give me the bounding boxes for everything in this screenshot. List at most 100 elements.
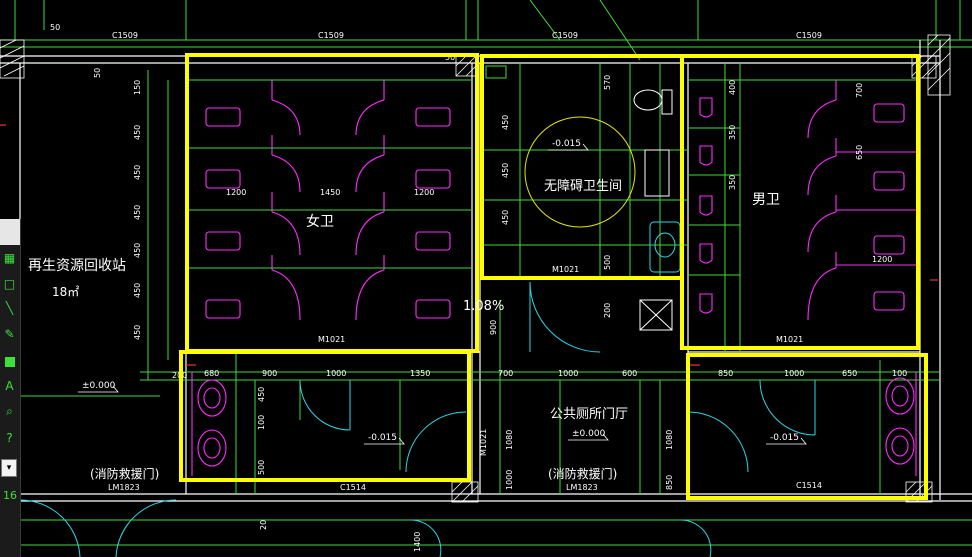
dim-misc-5: 500 (257, 460, 266, 475)
highlight-women-wash (179, 350, 471, 482)
dim-women-1: 1200 (226, 188, 246, 197)
dim-acc-1: 450 (501, 115, 510, 130)
label-mens-restroom: 男卫 (752, 192, 780, 208)
dim-c1509-right: C1509 (796, 31, 822, 40)
dim-left-3: 450 (133, 165, 142, 180)
window-c1514-b: C1514 (796, 481, 822, 490)
dim-misc-3: 1080 (505, 430, 514, 450)
label-womens-restroom: 女卫 (306, 213, 334, 230)
text-icon[interactable]: A (5, 378, 14, 393)
line-icon[interactable]: ╲ (5, 300, 14, 315)
sinks (191, 372, 917, 476)
label-lobby: 公共厕所门厅 (550, 407, 628, 422)
mens-grid-lines (688, 63, 920, 352)
door-m1021-men: M1021 (776, 335, 803, 344)
dim-misc-9: 850 (665, 475, 674, 490)
door-m1021-women: M1021 (318, 335, 345, 344)
dim-acc-3: 450 (501, 210, 510, 225)
accessible-restroom-fixtures (480, 63, 688, 276)
dim-bottom-4: 1000 (326, 369, 346, 378)
dim-women-3: 1200 (414, 188, 434, 197)
dim-acc-5: 570 (603, 75, 612, 90)
level-markers (78, 143, 807, 445)
door-fire-mid: (消防救援门) (548, 466, 617, 481)
top-dimension-lines (0, 0, 972, 61)
door-m1021-accessible: M1021 (552, 265, 579, 274)
dim-misc-8: 1080 (665, 430, 674, 450)
dim-misc-10: 20 (259, 520, 268, 530)
dim-misc-1: 450 (257, 387, 266, 402)
label-accessible-restroom: 无障碍卫生间 (544, 179, 622, 194)
door-lm1823-left: LM1823 (108, 483, 140, 492)
accessible-toilet-icon (633, 89, 681, 331)
layers-icon[interactable]: ▦ (3, 250, 16, 265)
womens-grid-lines (147, 70, 472, 380)
dim-bottom-2: 680 (204, 369, 219, 378)
dim-men-3: 350 (728, 175, 737, 190)
lower-grid-lines (0, 300, 972, 546)
hatched-columns (0, 34, 951, 503)
toolbar-header (0, 219, 20, 245)
color-swatch-icon[interactable] (1, 353, 18, 370)
dim-acc-2: 450 (501, 163, 510, 178)
dim-bottom-3: 900 (262, 369, 277, 378)
dim-bottom-11: 650 (842, 369, 857, 378)
window-c1514-a: C1514 (340, 483, 366, 492)
dim-misc-6: 900 (489, 320, 498, 335)
dim-misc-11: 1400 (413, 532, 422, 552)
dim-bottom-8: 600 (622, 369, 637, 378)
dim-women-2: 1450 (320, 188, 340, 197)
door-lm1823-mid: LM1823 (566, 483, 598, 492)
dim-left-5: 450 (133, 243, 142, 258)
door-m1021-lobby: M1021 (479, 429, 488, 456)
dim-50-a: 50 (50, 23, 60, 32)
dim-bottom-9: 850 (718, 369, 733, 378)
dim-c1509-left: C1509 (112, 31, 138, 40)
dim-50-c: 50 (93, 68, 102, 78)
dim-left-6: 450 (133, 283, 142, 298)
level-accessible: -0.015 (552, 139, 581, 149)
pen-icon[interactable]: ✎ (4, 326, 15, 341)
turning-circle (524, 116, 636, 228)
dim-bottom-12: 100 (892, 369, 907, 378)
dim-c1509-mid1: C1509 (318, 31, 344, 40)
dim-left-4: 450 (133, 205, 142, 220)
highlight-men-wash (686, 353, 928, 500)
dim-left-7: 450 (133, 325, 142, 340)
door-fire-left: (消防救援门) (90, 466, 159, 481)
label-recycle-station: 再生资源回收站 (28, 258, 126, 274)
dim-bottom-5: 1350 (410, 369, 430, 378)
dim-c1509-mid2: C1509 (552, 31, 578, 40)
zoom-icon[interactable]: ⌕ (6, 404, 13, 418)
toolbar-number: 16 (3, 489, 17, 502)
highlight-mens (680, 54, 920, 350)
label-left-level: ±0.000 (82, 381, 116, 391)
left-toolbar: ▦ □ ╲ ✎ A ⌕ ? ▾ 16 (0, 219, 21, 557)
dim-bottom-6: 700 (498, 369, 513, 378)
dim-bottom-10: 1000 (784, 369, 804, 378)
dim-men-5: 700 (855, 83, 864, 98)
dim-men-1: 400 (728, 80, 737, 95)
dim-bottom-7: 1000 (558, 369, 578, 378)
label-lobby-level: ±0.000 (572, 429, 606, 439)
help-icon[interactable]: ? (6, 430, 13, 445)
rectangle-icon[interactable]: □ (3, 276, 16, 291)
mens-stalls (699, 80, 916, 321)
overlay-percent-label: 1.08% (463, 299, 504, 314)
dim-misc-2: 100 (257, 415, 266, 430)
dropdown-icon[interactable]: ▾ (1, 459, 17, 477)
highlight-boxes (179, 53, 928, 500)
level-women-wash: -0.015 (368, 433, 397, 443)
dim-men-4: 1200 (872, 255, 892, 264)
level-men-wash: -0.015 (770, 433, 799, 443)
label-recycle-area: 18㎡ (52, 285, 79, 299)
dim-acc-4: 500 (603, 255, 612, 270)
dim-left-2: 450 (133, 125, 142, 140)
dim-men-2: 350 (728, 125, 737, 140)
womens-stalls (192, 80, 466, 321)
dim-men-6: 650 (855, 145, 864, 160)
dim-50-b: 50 (445, 53, 455, 62)
dim-misc-7: 200 (603, 303, 612, 318)
highlight-womens (185, 53, 479, 353)
